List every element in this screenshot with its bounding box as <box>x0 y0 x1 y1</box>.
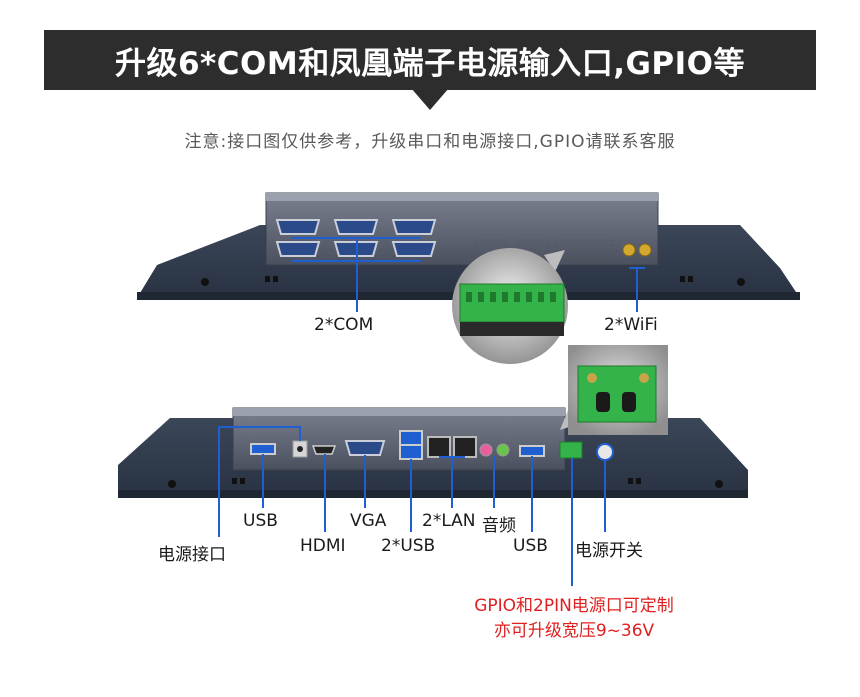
audio-jack <box>479 443 493 457</box>
banner-pointer <box>411 88 449 110</box>
com-label: 2*COM <box>314 315 374 335</box>
top-chassis <box>265 192 659 266</box>
custom-note-line2: 亦可升级宽压9~36V <box>493 621 655 641</box>
phoenix-terminal <box>559 441 583 459</box>
usb-left-label: USB <box>243 511 278 531</box>
title-banner: 升级6*COM和凤凰端子电源输入口,GPIO等 <box>44 30 816 90</box>
power-port-label: 电源接口 <box>158 545 226 565</box>
wifi-label: 2*WiFi <box>604 315 658 335</box>
com-callout <box>291 237 421 312</box>
power-connector-zoom <box>560 345 668 435</box>
com-port <box>275 241 321 257</box>
com-port <box>391 241 437 257</box>
usb-port <box>250 443 276 455</box>
wifi-callout <box>629 267 645 312</box>
disclaimer-note: 注意:接口图仅供参考，升级串口和电源接口,GPIO请联系客服 <box>184 132 676 152</box>
custom-note-line1: GPIO和2PIN电源口可定制 <box>474 596 674 616</box>
com-port <box>333 219 379 235</box>
com-port <box>391 219 437 235</box>
power-switch-icon <box>596 443 614 461</box>
audio-jack <box>496 443 510 457</box>
bottom-device <box>118 407 748 586</box>
bottom-callouts <box>218 426 606 586</box>
gpio-terminal-zoom <box>452 248 568 364</box>
wifi-antenna-icon <box>622 243 652 257</box>
com-port-group <box>275 219 437 257</box>
lan-port <box>427 436 451 458</box>
vga-port <box>344 440 386 456</box>
usb-right-label: USB <box>513 536 548 556</box>
hdmi-port <box>311 445 337 455</box>
lan-label: 2*LAN <box>422 511 476 531</box>
com-port <box>275 219 321 235</box>
audio-label: 音频 <box>482 516 516 536</box>
banner-title: 升级6*COM和凤凰端子电源输入口,GPIO等 <box>114 45 746 82</box>
power-switch-label: 电源开关 <box>575 541 643 561</box>
usb-double-label: 2*USB <box>381 536 436 556</box>
hdmi-label: HDMI <box>300 536 346 556</box>
lan-port <box>453 436 477 458</box>
usb-port <box>519 445 545 457</box>
vga-label: VGA <box>350 511 387 531</box>
